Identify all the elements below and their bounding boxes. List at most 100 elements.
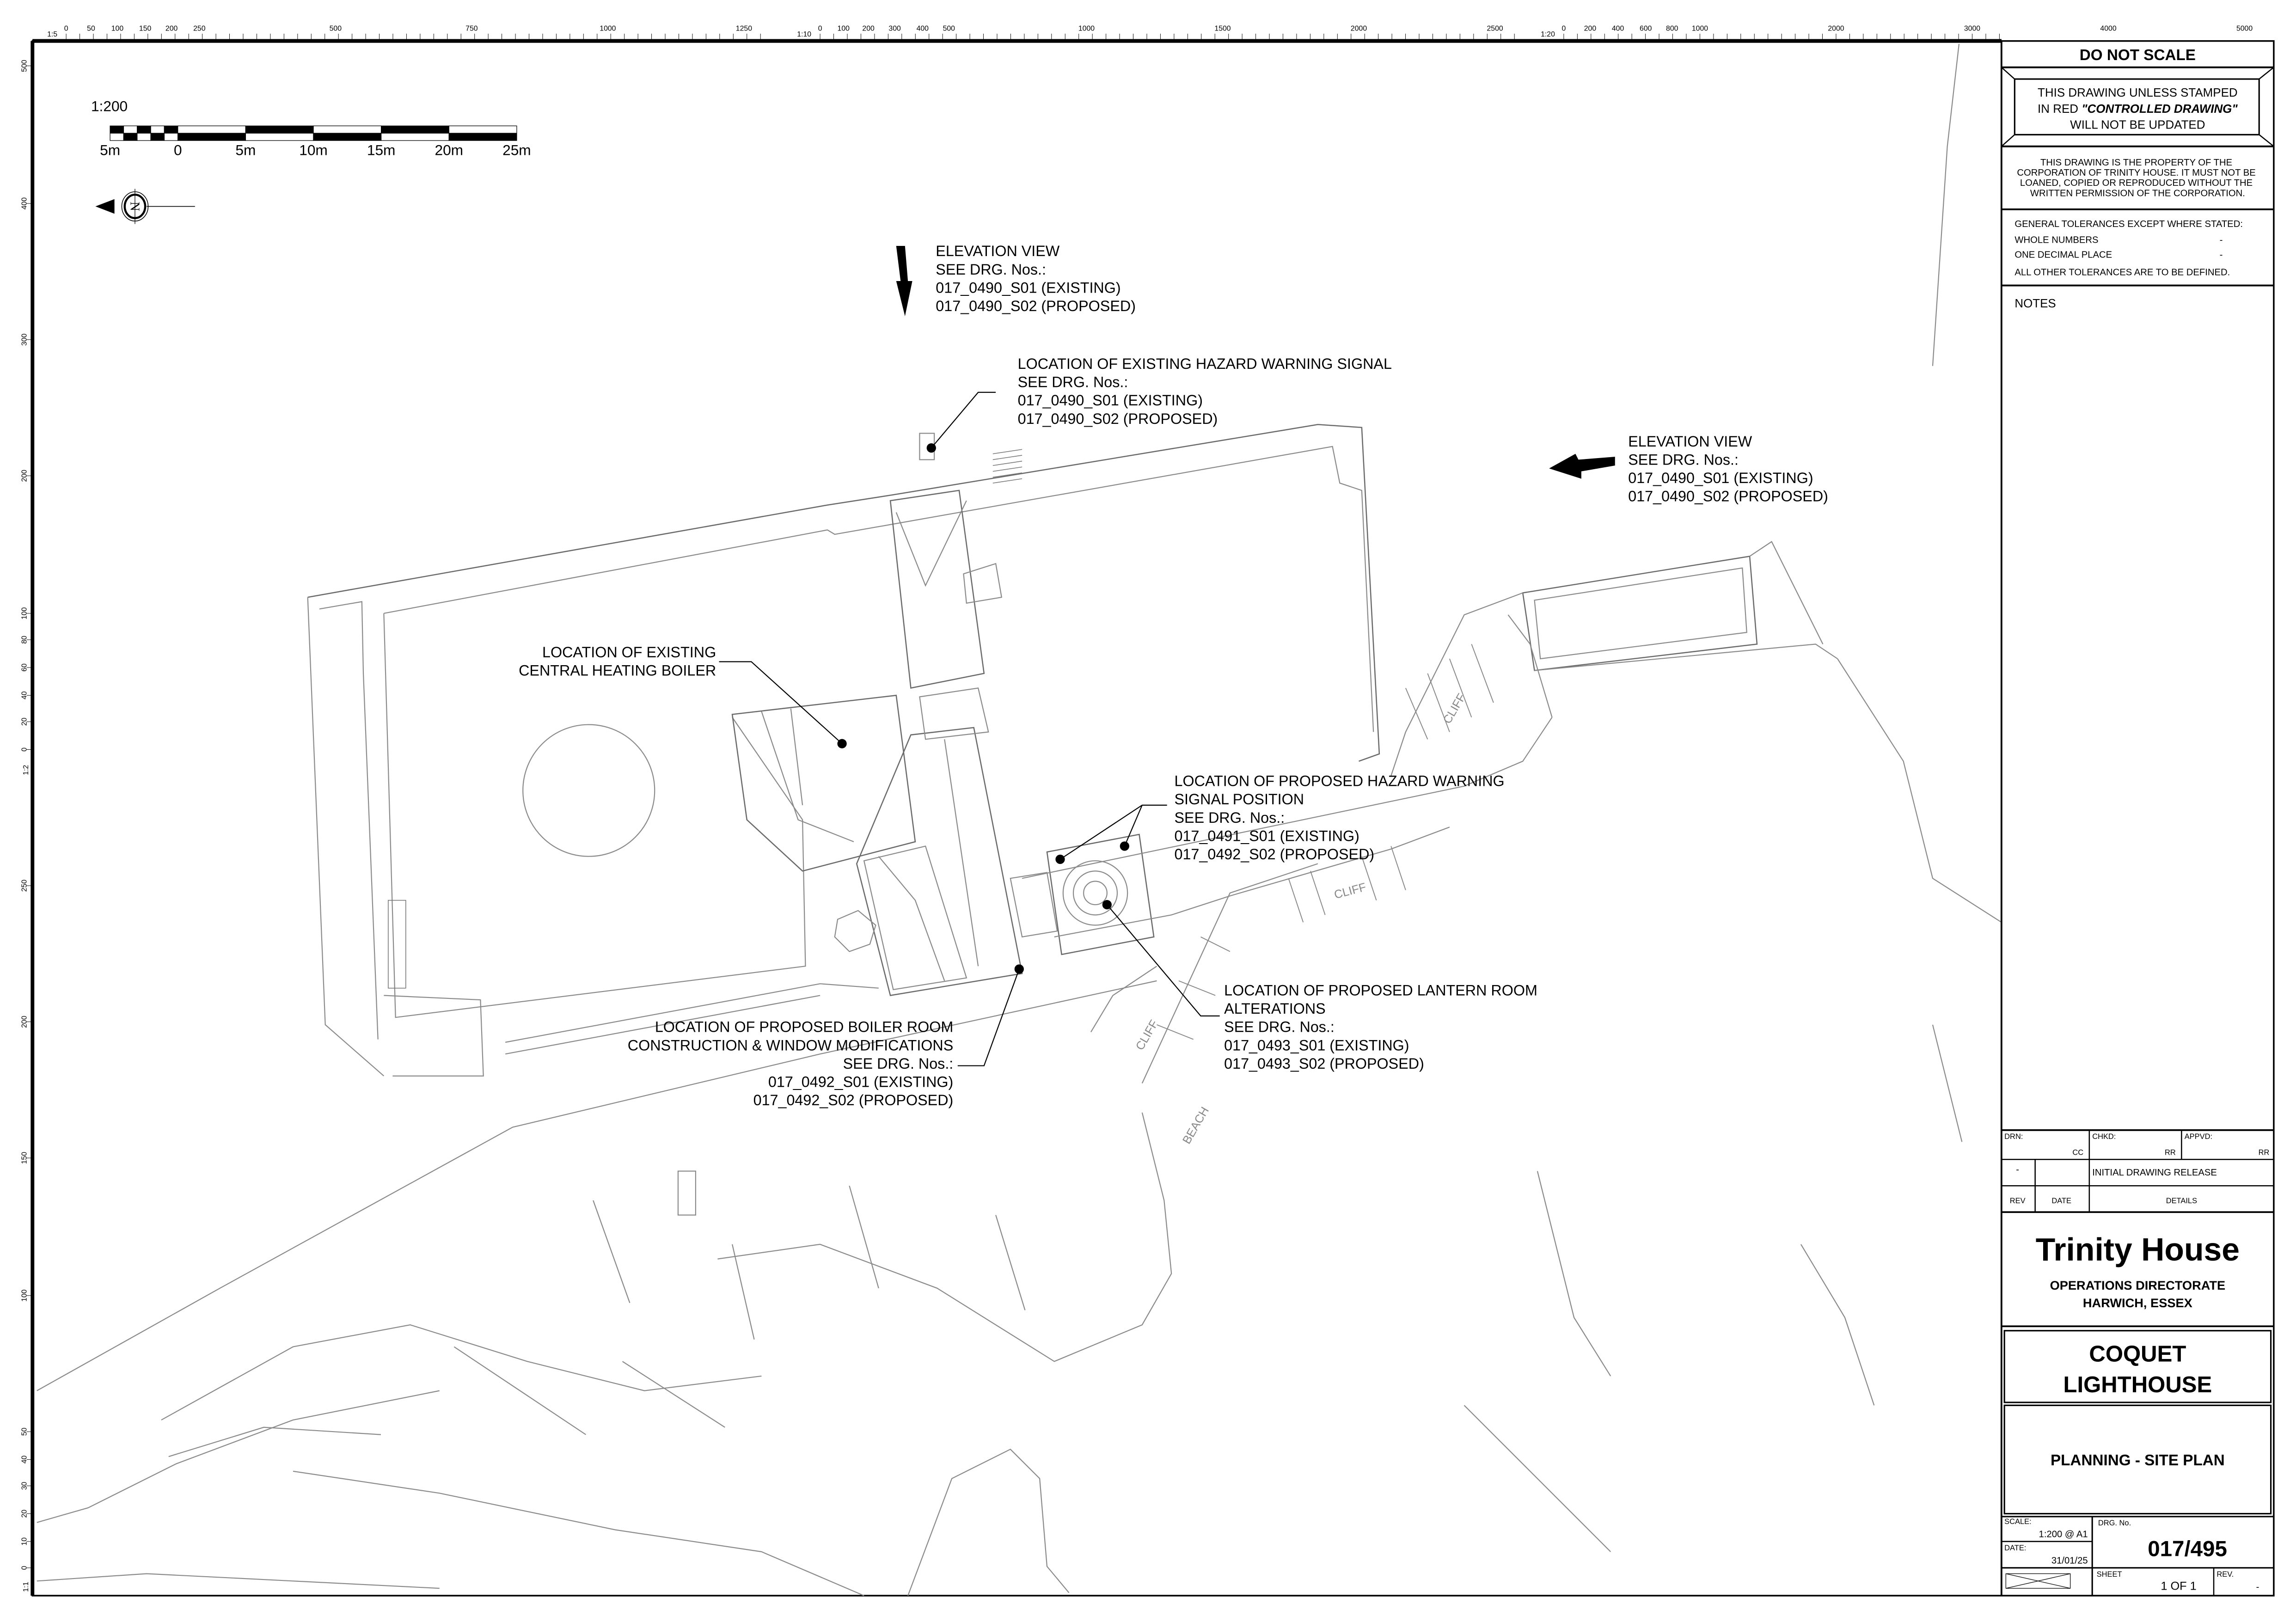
- company-name: Trinity House: [2036, 1231, 2240, 1267]
- scale-bar-segment: [381, 133, 449, 141]
- ruler-tick-label: 0: [1562, 25, 1566, 33]
- location-marker: [1120, 841, 1129, 851]
- project-name-line2: LIGHTHOUSE: [2063, 1372, 2212, 1397]
- annotation-line: SEE DRG. Nos.:: [936, 261, 1046, 278]
- annotation-line: SEE DRG. Nos.:: [1628, 452, 1739, 468]
- tolerance-whole-numbers-value: -: [2220, 235, 2223, 245]
- drn-label: DRN:: [2004, 1132, 2023, 1141]
- annotation-line: LOCATION OF EXISTING HAZARD WARNING SIGN…: [1018, 355, 1392, 372]
- ruler-tick-label: 4000: [2100, 25, 2116, 33]
- notes-label: NOTES: [2014, 296, 2056, 310]
- annotation-line: LOCATION OF PROPOSED LANTERN ROOM: [1224, 982, 1537, 999]
- annotation-existing-hazard: LOCATION OF EXISTING HAZARD WARNING SIGN…: [1018, 355, 1392, 427]
- ruler-tick-label: 2000: [1828, 25, 1844, 33]
- scale-bar-segment: [123, 125, 138, 134]
- svg-text:IN RED "CONTROLLED DRAWING": IN RED "CONTROLLED DRAWING": [2038, 102, 2238, 116]
- leaders: [719, 392, 1220, 1066]
- ruler-tick-label: 250: [21, 880, 29, 892]
- annotation-line: ELEVATION VIEW: [1628, 433, 1752, 450]
- location-marker: [1055, 854, 1065, 864]
- terrain-label-beach: BEACH: [1180, 1105, 1212, 1146]
- ruler-scale-label: 1:10: [797, 31, 811, 38]
- annotation-line: 017_0491_S01 (EXISTING): [1175, 827, 1359, 844]
- ruler-tick-label: 40: [21, 1455, 29, 1463]
- ruler-tick-label: 400: [917, 25, 929, 33]
- property-notice: THIS DRAWING IS THE PROPERTY OF THE CORP…: [2017, 158, 2258, 199]
- ruler-tick-label: 0: [818, 25, 822, 33]
- ruler-tick-label: 40: [21, 691, 29, 699]
- annotation-line: LOCATION OF PROPOSED HAZARD WARNING: [1175, 773, 1505, 790]
- appvd-value: RR: [2259, 1149, 2270, 1157]
- location-marker: [1014, 964, 1024, 974]
- scale-bar-segment: [137, 125, 151, 134]
- scale-bar-segment: [448, 133, 517, 141]
- revision-details: INITIAL DRAWING RELEASE: [2092, 1168, 2217, 1178]
- ruler-scale-label: 1:1: [22, 1582, 30, 1592]
- ruler-tick-label: 200: [21, 1016, 29, 1028]
- ruler-tick-label: 30: [21, 1481, 29, 1490]
- annotation-line: 017_0493_S02 (PROPOSED): [1224, 1055, 1424, 1072]
- drg-no: 017/495: [2148, 1536, 2227, 1561]
- scale-bar-label: 20m: [435, 142, 463, 159]
- ruler-tick-label: 2000: [1351, 25, 1367, 33]
- date-value: 31/01/25: [2051, 1555, 2088, 1566]
- scale-bar-segment: [381, 125, 449, 134]
- chkd-value: RR: [2165, 1149, 2176, 1157]
- ruler-tick-label: 600: [1640, 25, 1652, 33]
- scale-bar-segment: [313, 125, 382, 134]
- details-header: DETAILS: [2166, 1197, 2197, 1205]
- scale-bar-label: 5m: [100, 142, 120, 159]
- ruler-tick-label: 60: [21, 663, 29, 672]
- ruler-tick-label: 2500: [1487, 25, 1503, 33]
- annotation-line: 017_0493_S01 (EXISTING): [1224, 1037, 1409, 1053]
- chkd-label: CHKD:: [2092, 1132, 2116, 1141]
- scale-bar-segment: [137, 133, 151, 141]
- ruler-tick-label: 200: [862, 25, 875, 33]
- stamp-notice-line2: IN RED: [2038, 102, 2082, 116]
- stamp-notice-line1: THIS DRAWING UNLESS STAMPED: [2038, 86, 2238, 99]
- annotation-line: 017_0490_S02 (PROPOSED): [1018, 410, 1218, 427]
- rev-label: REV.: [2216, 1570, 2234, 1579]
- rev-header: REV: [2010, 1197, 2026, 1205]
- annotation-line: SEE DRG. Nos.:: [1018, 374, 1128, 391]
- ruler-tick-label: 80: [21, 636, 29, 644]
- annotation-line: ELEVATION VIEW: [936, 243, 1060, 259]
- scale-bar-label: 5m: [235, 142, 256, 159]
- tolerances-heading: GENERAL TOLERANCES EXCEPT WHERE STATED:: [2014, 219, 2243, 229]
- annotation-line: SEE DRG. Nos.:: [1175, 809, 1285, 826]
- ruler-scale-label: 1:20: [1541, 31, 1555, 38]
- ruler-tick-label: 50: [21, 1427, 29, 1436]
- scale-bar-segment: [110, 125, 124, 134]
- company-location: HARWICH, ESSEX: [2083, 1296, 2192, 1310]
- annotation-line: LOCATION OF PROPOSED BOILER ROOM: [655, 1019, 953, 1035]
- rev-value: -: [2256, 1582, 2259, 1592]
- scale-value: 1:200 @ A1: [2039, 1529, 2088, 1539]
- annotation-line: 017_0490_S02 (PROPOSED): [1628, 488, 1828, 505]
- ruler-tick-label: 1000: [600, 25, 616, 33]
- ruler-tick-label: 150: [139, 25, 152, 33]
- ruler-tick-label: 100: [21, 607, 29, 620]
- annotation-line: 017_0490_S02 (PROPOSED): [936, 298, 1136, 314]
- annotation-line: SEE DRG. Nos.:: [843, 1055, 954, 1072]
- annotation-line: 017_0492_S01 (EXISTING): [768, 1073, 953, 1090]
- terrain-label-cliff: CLIFF: [1133, 1018, 1161, 1053]
- date-label: DATE:: [2004, 1544, 2026, 1552]
- annotation-line: SEE DRG. Nos.:: [1224, 1019, 1335, 1035]
- ruler-tick-label: 300: [21, 333, 29, 346]
- annotation-line: 017_0490_S01 (EXISTING): [1018, 392, 1203, 409]
- ruler-tick-label: 500: [943, 25, 955, 33]
- ruler-tick-label: 50: [87, 25, 95, 33]
- elevation-arrow-icon: [896, 246, 912, 317]
- ruler-tick-label: 20: [21, 1510, 29, 1518]
- ruler-tick-label: 1000: [1078, 25, 1095, 33]
- scale-bar-segment: [245, 125, 314, 134]
- location-marker: [926, 443, 936, 453]
- scale-bar-segment: [448, 125, 517, 134]
